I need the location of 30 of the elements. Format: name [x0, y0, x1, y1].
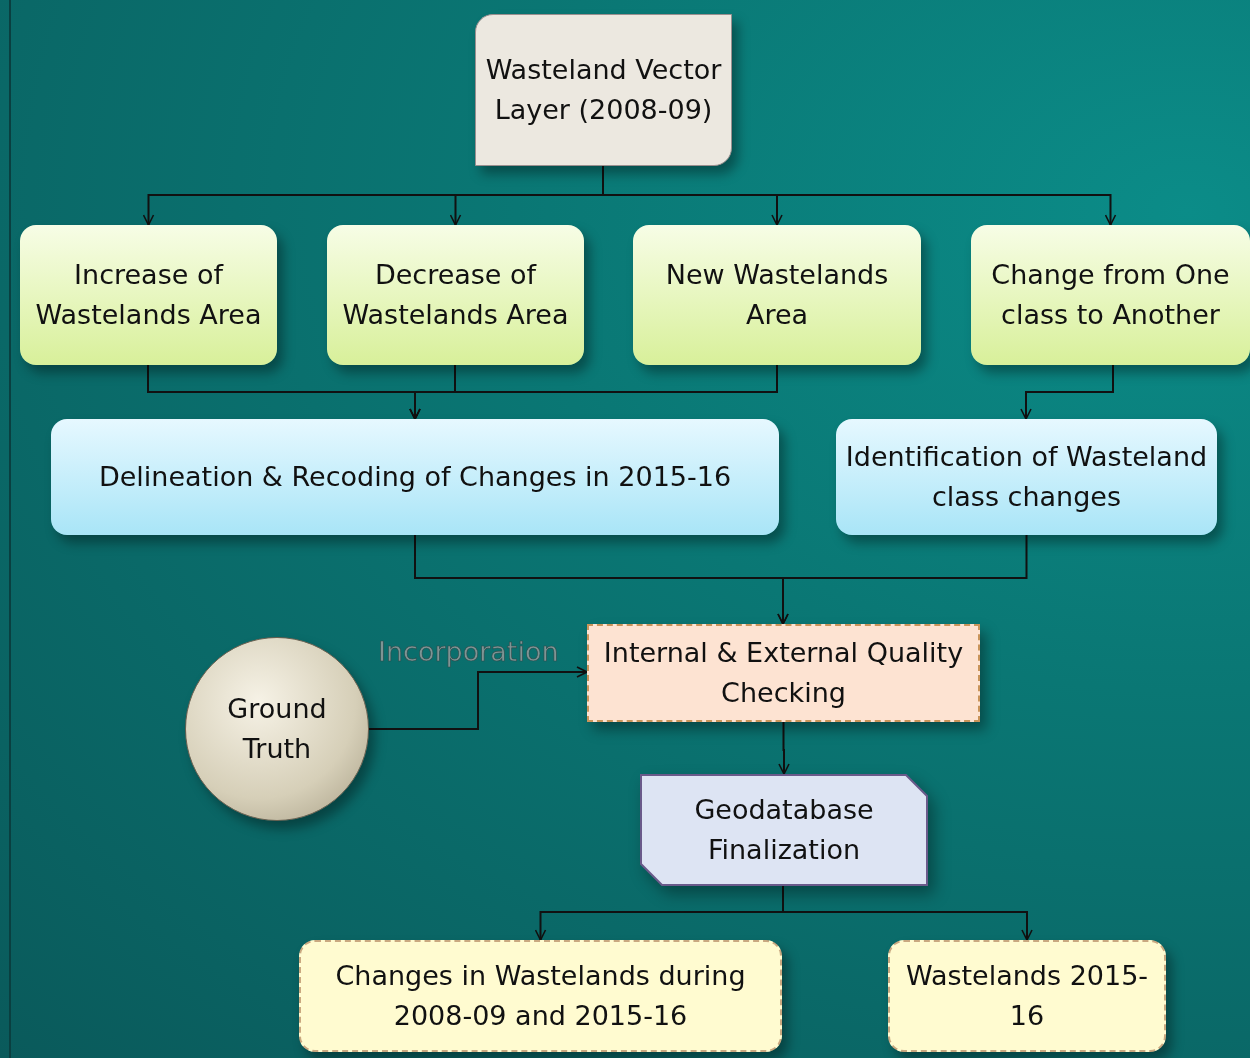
- arrow: [782, 885, 1033, 941]
- node-label: Wastelands 2015-16: [904, 958, 1150, 1033]
- process-box: [475, 14, 732, 166]
- node-label: Wasteland Vector Layer (2008-09): [484, 52, 723, 127]
- node-label: Geodatabase Finalization: [693, 792, 875, 867]
- arrow: [778, 721, 790, 775]
- node-label: Delineation & Recoding of Changes in 2015-16: [97, 459, 733, 494]
- process-box: [836, 419, 1217, 535]
- node-label: Increase of Wastelands Area: [34, 257, 263, 332]
- node-label: Internal & External Quality Checking: [602, 635, 965, 710]
- process-box: [587, 624, 980, 722]
- arrow: [1020, 364, 1114, 420]
- process-box: [20, 225, 277, 365]
- process-box: [633, 225, 921, 365]
- arrow: [409, 364, 778, 420]
- output-box: [888, 940, 1166, 1052]
- process-box: [327, 225, 584, 365]
- arrow: [777, 534, 1028, 625]
- process-box: [640, 774, 928, 886]
- node-label: Decrease of Wastelands Area: [341, 257, 570, 332]
- node-label: Ground Truth: [226, 691, 328, 766]
- node-label: Change from One class to Another: [990, 257, 1231, 332]
- node-label: New Wastelands Area: [664, 257, 890, 332]
- process-box: [971, 225, 1250, 365]
- process-box: [51, 419, 779, 535]
- output-box: [299, 940, 782, 1052]
- edge-label: Incorporation: [378, 636, 559, 667]
- node-label: Identification of Wasteland class changes: [844, 439, 1209, 514]
- arrow: [368, 666, 588, 730]
- node-label: Changes in Wastelands during 2008-09 and 2015-16: [334, 958, 747, 1033]
